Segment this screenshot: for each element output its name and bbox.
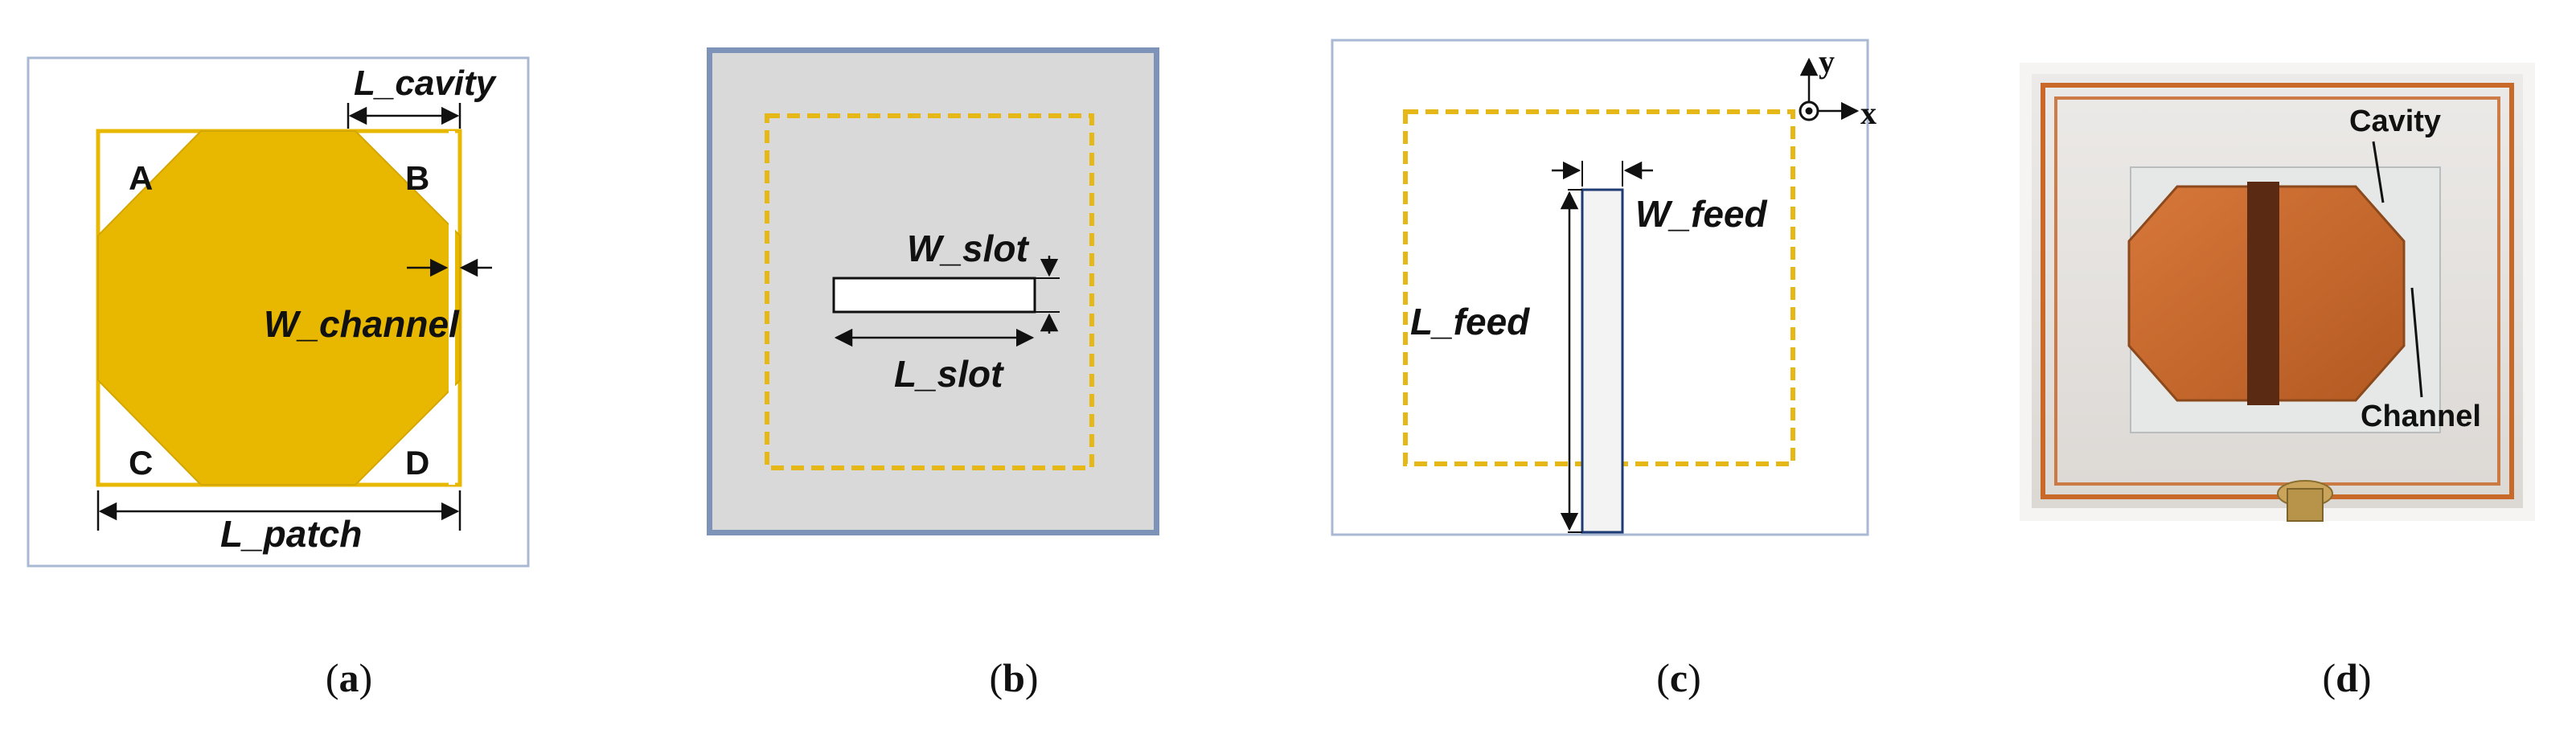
l-feed-label: L_feed	[1410, 301, 1530, 342]
feedline	[1581, 188, 1624, 534]
w-channel-label: W_channel	[264, 303, 460, 345]
x-axis-label: x	[1860, 95, 1877, 131]
cavity-leader-line	[2372, 141, 2385, 203]
channel-label: Channel	[2361, 400, 2481, 433]
panel-d-fabricated-antenna-photo: Cavity Channel	[2020, 63, 2535, 522]
copper-border-outer	[2041, 83, 2514, 499]
caption-d-text: (d)	[2322, 655, 2371, 700]
panel-b-ground-slot-diagram: W_slot L_slot	[707, 47, 1159, 535]
channel-strip	[2247, 182, 2279, 405]
caption-a: (a)	[326, 655, 372, 700]
panel-a-patch-diagram: A B C D L_cavity W_channel L_patch	[27, 56, 530, 568]
w-slot-label: W_slot	[907, 228, 1029, 269]
corner-b-label: B	[405, 159, 429, 197]
w-feed-label: W_feed	[1635, 193, 1767, 235]
l-slot-label: L_slot	[894, 353, 1004, 395]
caption-b-text: (b)	[989, 655, 1038, 700]
caption-a-text: (a)	[326, 655, 372, 700]
panel-c-feedline-diagram: y x W_feed L_feed	[1331, 39, 1877, 536]
patch-outline-dashed	[765, 113, 1094, 470]
caption-b: (b)	[989, 655, 1038, 700]
corner-d-label: D	[405, 444, 429, 482]
y-axis-label: y	[1819, 43, 1835, 80]
caption-c: (c)	[1656, 655, 1701, 700]
channel-leader-line	[2410, 287, 2423, 398]
l-patch-label: L_patch	[220, 513, 362, 555]
caption-d: (d)	[2322, 655, 2371, 700]
origin-dot	[1805, 107, 1813, 115]
copper-border-inner	[2054, 96, 2500, 486]
coupling-slot	[832, 277, 1036, 314]
corner-a-label: A	[129, 159, 153, 197]
corner-c-label: C	[129, 444, 153, 482]
caption-c-text: (c)	[1656, 655, 1701, 700]
l-cavity-label: L_cavity	[354, 64, 498, 103]
sma-connector-body	[2287, 488, 2324, 522]
octagon-patch	[97, 130, 461, 486]
cavity-label: Cavity	[2349, 105, 2441, 138]
